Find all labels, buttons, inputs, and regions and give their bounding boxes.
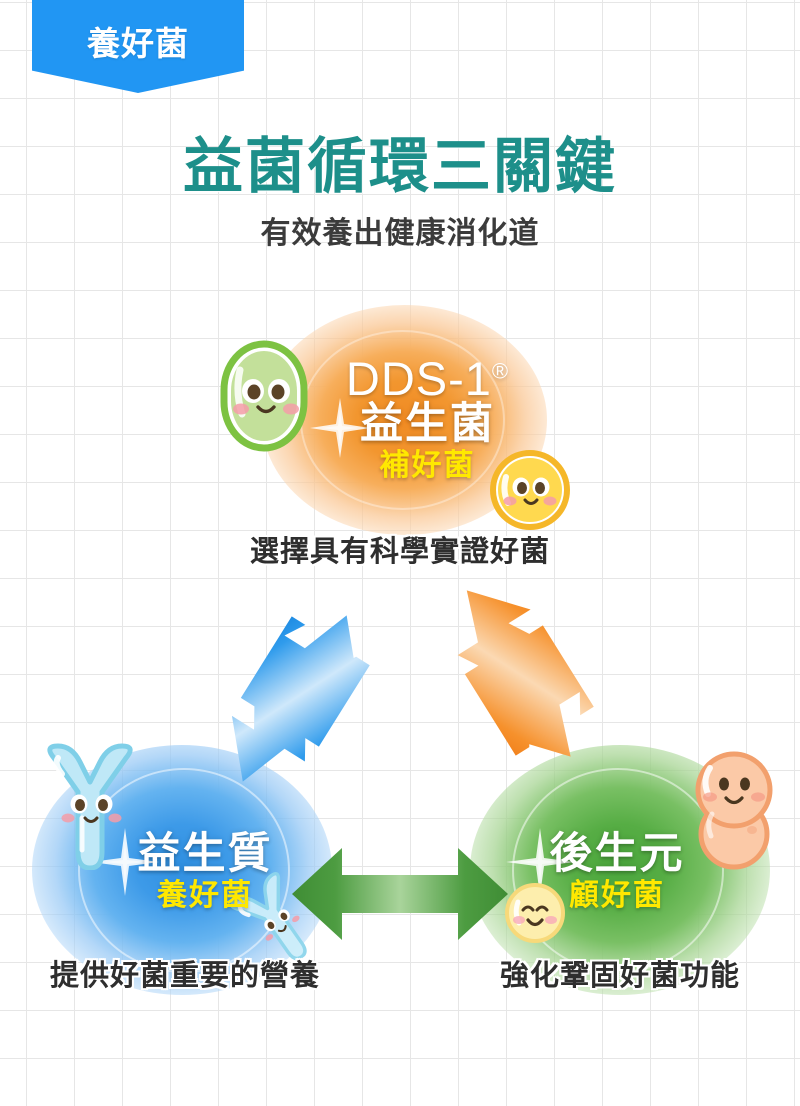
caption-probiotic: 選擇具有科學實證好菌 xyxy=(249,536,550,568)
bacteria-round-icon xyxy=(489,449,571,531)
bacteria-y-icon xyxy=(34,742,146,870)
bacteria-smile-icon xyxy=(504,882,566,944)
top-banner-label: 養好菌 xyxy=(87,25,189,62)
brand-text: DDS-1 xyxy=(345,352,492,405)
bacteria-diplococcus-icon xyxy=(682,748,786,876)
node-postbiotic-title: 後生元 xyxy=(549,830,685,878)
caption-postbiotic: 強化鞏固好菌功能 xyxy=(499,960,740,992)
node-probiotic: DDS-1® 益生菌 補好菌 xyxy=(320,355,535,484)
page-subtitle: 有效養出健康消化道 xyxy=(260,217,540,250)
arrow-prebiotic-probiotic xyxy=(231,615,370,782)
arrow-probiotic-postbiotic xyxy=(457,590,594,757)
caption-prebiotic: 提供好菌重要的營養 xyxy=(49,960,320,992)
node-postbiotic: 後生元 顧好菌 xyxy=(522,830,712,914)
node-prebiotic-title: 益生質 xyxy=(137,830,273,878)
node-postbiotic-tag: 顧好菌 xyxy=(569,879,665,913)
node-probiotic-tag: 補好菌 xyxy=(379,449,476,483)
node-prebiotic: 益生質 養好菌 xyxy=(110,830,300,914)
headline-block: 益菌循環三關鍵 有效養出健康消化道 xyxy=(0,135,800,252)
node-prebiotic-tag: 養好菌 xyxy=(157,879,253,913)
node-probiotic-brand: DDS-1® xyxy=(320,355,535,402)
trademark-symbol: ® xyxy=(491,358,510,384)
node-probiotic-title: 益生菌 xyxy=(360,400,495,448)
bacteria-y-small-icon xyxy=(220,864,334,981)
page-title: 益菌循環三關鍵 xyxy=(183,133,617,200)
top-banner: 養好菌 xyxy=(32,0,244,93)
bacteria-rod-icon xyxy=(216,336,312,456)
